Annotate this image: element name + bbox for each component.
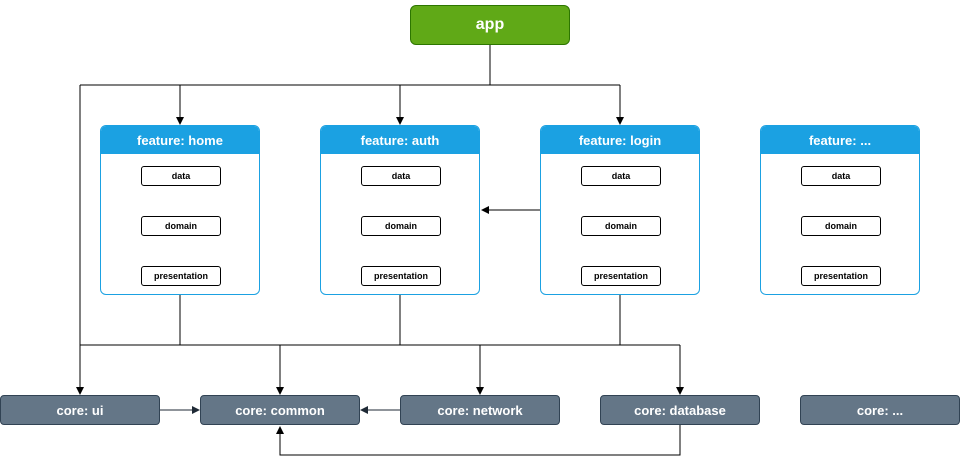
layer-edges	[176, 185, 844, 265]
feature-title: feature: home	[101, 126, 259, 154]
feature-more[interactable]: feature: ... data domain presentation	[760, 125, 920, 295]
app-node[interactable]: app	[410, 5, 570, 45]
core-database[interactable]: core: database	[600, 395, 760, 425]
feature-title: feature: ...	[761, 126, 919, 154]
edge-database-to-common	[276, 425, 681, 456]
layer-domain[interactable]: domain	[801, 216, 881, 236]
app-dependency-edges	[76, 45, 624, 395]
feature-title: feature: auth	[321, 126, 479, 154]
feature-home[interactable]: feature: home data domain presentation	[100, 125, 260, 295]
layer-presentation[interactable]: presentation	[581, 266, 661, 286]
layer-presentation[interactable]: presentation	[801, 266, 881, 286]
layer-data[interactable]: data	[801, 166, 881, 186]
core-network[interactable]: core: network	[400, 395, 560, 425]
layer-domain[interactable]: domain	[581, 216, 661, 236]
layer-domain[interactable]: domain	[361, 216, 441, 236]
layer-presentation[interactable]: presentation	[141, 266, 221, 286]
feature-to-core-edges	[80, 295, 684, 395]
layer-data[interactable]: data	[581, 166, 661, 186]
core-ui[interactable]: core: ui	[0, 395, 160, 425]
core-more[interactable]: core: ...	[800, 395, 960, 425]
feature-title: feature: login	[541, 126, 699, 154]
layer-presentation[interactable]: presentation	[361, 266, 441, 286]
layer-data[interactable]: data	[361, 166, 441, 186]
layer-domain[interactable]: domain	[141, 216, 221, 236]
feature-login[interactable]: feature: login data domain presentation	[540, 125, 700, 295]
core-common[interactable]: core: common	[200, 395, 360, 425]
layer-data[interactable]: data	[141, 166, 221, 186]
feature-auth[interactable]: feature: auth data domain presentation	[320, 125, 480, 295]
